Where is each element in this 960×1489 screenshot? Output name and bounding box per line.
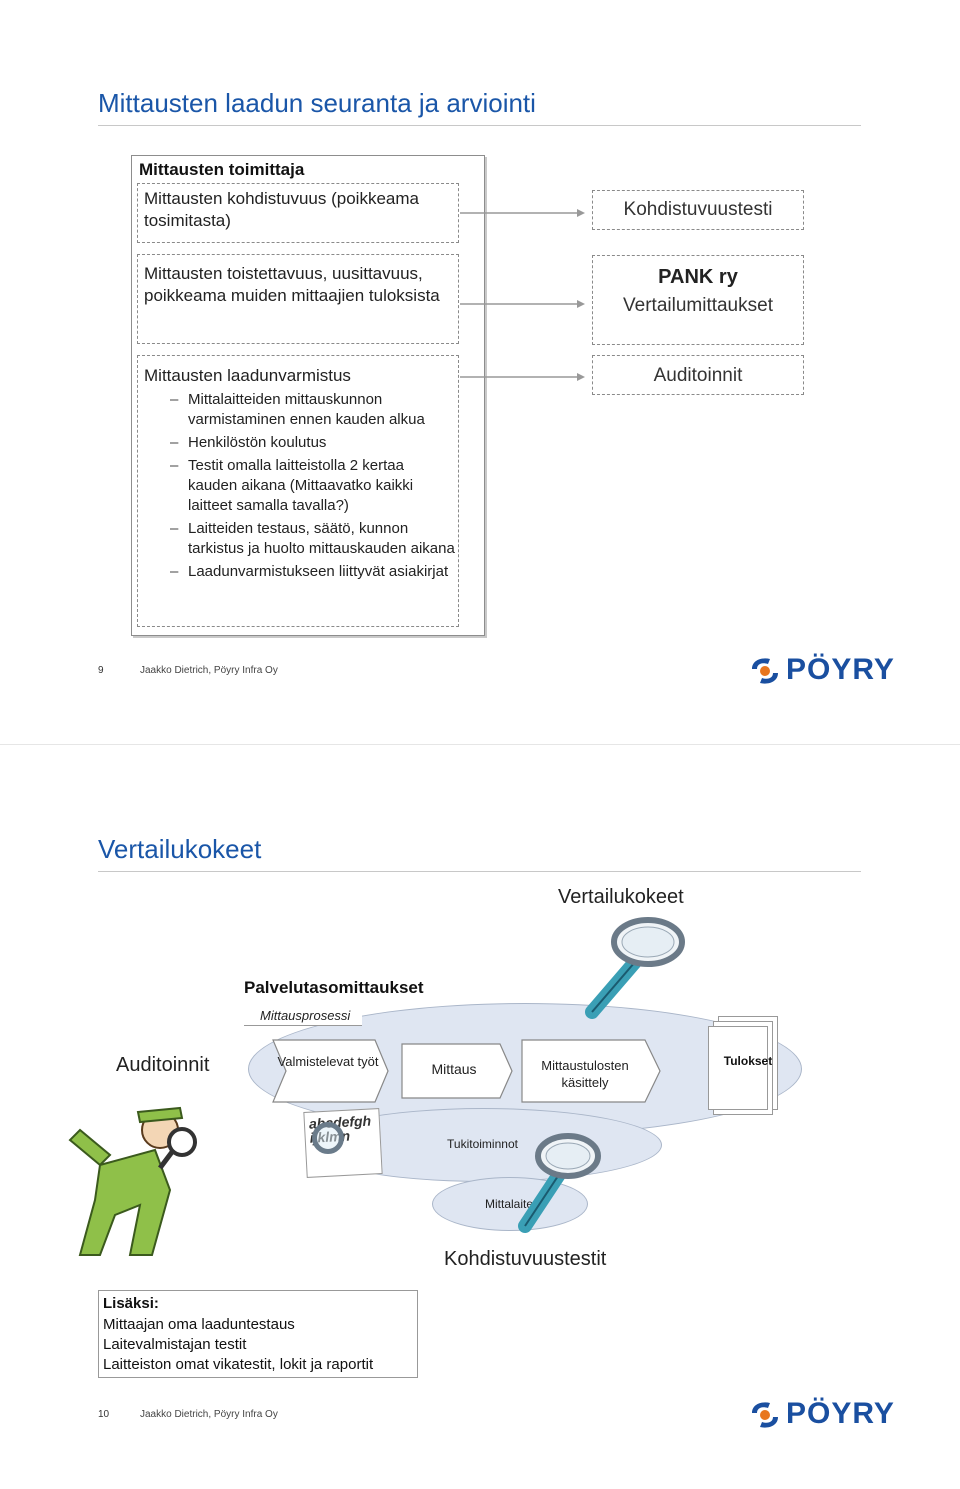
additional-item: Mittaajan oma laaduntestaus: [103, 1315, 373, 1335]
additional-box: Lisäksi: Mittaajan oma laaduntestaus Lai…: [98, 1290, 418, 1378]
qa-item: –Testit omalla laitteistolla 2 kertaa ka…: [170, 456, 455, 516]
poyry-logo-icon: [748, 655, 782, 687]
results-label: Tulokset: [718, 1054, 778, 1068]
qa-box: Mittausten laadunvarmistus –Mittalaittei…: [137, 355, 459, 627]
page-number: 9: [98, 665, 104, 676]
additional-title: Lisäksi:: [103, 1295, 159, 1312]
slide1-title: Mittausten laadun seuranta ja arviointi: [98, 88, 536, 119]
supplier-heading: Mittausten toimittaja: [139, 160, 304, 180]
repeatability-text: Mittausten toistettavuus, uusittavuus, p…: [144, 263, 452, 307]
audits-label: Auditoinnit: [593, 365, 803, 387]
audits-box: Auditoinnit: [592, 355, 804, 395]
additional-list: Mittaajan oma laaduntestaus Laitevalmist…: [103, 1315, 373, 1375]
arrow-head-icon: [577, 373, 585, 381]
arrow-head-icon: [577, 300, 585, 308]
pank-title: PANK ry: [593, 266, 803, 289]
magnifier-icon: [500, 1128, 610, 1238]
pank-box: PANK ry Vertailumittaukset: [592, 255, 804, 345]
qa-item: –Laitteiden testaus, säätö, kunnon tarki…: [170, 519, 455, 559]
qa-list: –Mittalaitteiden mittauskunnon varmistam…: [170, 390, 455, 585]
qa-item: –Mittalaitteiden mittauskunnon varmistam…: [170, 390, 455, 430]
step-measure-label: Mittaus: [404, 1061, 504, 1077]
poyry-logo-text: PÖYRY: [786, 1397, 895, 1431]
page-number: 10: [98, 1409, 109, 1420]
qa-item: –Henkilöstön koulutus: [170, 433, 455, 453]
qa-title: Mittausten laadunvarmistus: [144, 365, 351, 387]
service-level-title: Palvelutasomittaukset: [244, 978, 424, 998]
step-prep-label: Valmistelevat työt: [274, 1053, 382, 1070]
calibration-tests-label: Kohdistuvuustestit: [444, 1248, 606, 1271]
inspector-figure-icon: [60, 1090, 210, 1260]
additional-item: Laitevalmistajan testit: [103, 1335, 373, 1355]
footer-author: Jaakko Dietrich, Pöyry Infra Oy: [140, 665, 278, 676]
qa-item: –Laadunvarmistukseen liittyvät asiakirja…: [170, 562, 455, 582]
connector-arrows: [455, 200, 595, 390]
poyry-logo-text: PÖYRY: [786, 653, 895, 687]
accuracy-box: Mittausten kohdistuvuus (poikkeama tosim…: [137, 183, 459, 243]
calibration-test-box: Kohdistuvuustesti: [592, 190, 804, 230]
magnifier-icon: [580, 912, 690, 1022]
slide2-title: Vertailukokeet: [98, 834, 261, 865]
results-doc-front: [708, 1026, 768, 1110]
title-rule: [98, 125, 861, 126]
comparison-label: Vertailukokeet: [558, 886, 684, 909]
footer-author: Jaakko Dietrich, Pöyry Infra Oy: [140, 1409, 278, 1420]
process-label: Mittausprosessi: [260, 1008, 350, 1023]
step-shape: [273, 1040, 388, 1102]
audits-label: Auditoinnit: [116, 1054, 209, 1077]
calibration-test-label: Kohdistuvuustesti: [593, 199, 803, 221]
step-processing-label: Mittaustulosten käsittely: [526, 1057, 644, 1091]
arrow-head-icon: [577, 209, 585, 217]
title-rule: [98, 871, 861, 872]
pank-subtitle: Vertailumittaukset: [593, 295, 803, 317]
accuracy-text: Mittausten kohdistuvuus (poikkeama tosim…: [144, 188, 452, 232]
magnifier-small-icon: [312, 1122, 344, 1154]
repeatability-box: Mittausten toistettavuus, uusittavuus, p…: [137, 254, 459, 344]
poyry-logo-icon: [748, 1399, 782, 1431]
slide-separator: [0, 744, 960, 745]
additional-item: Laitteiston omat vikatestit, lokit ja ra…: [103, 1355, 373, 1375]
